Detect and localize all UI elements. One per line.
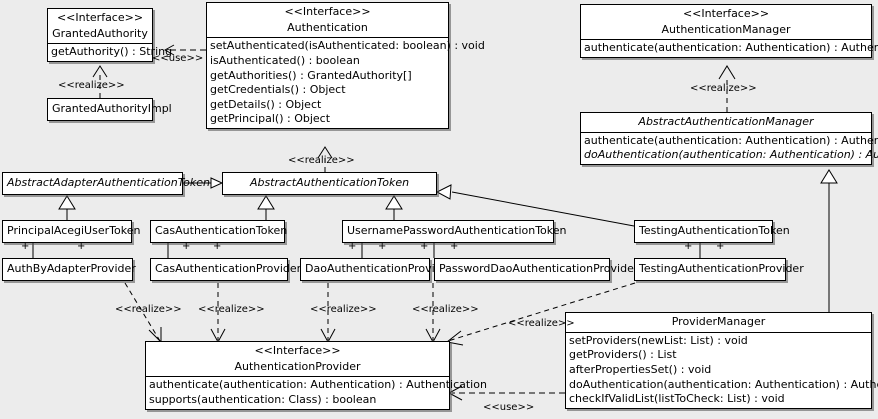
class-name: PasswordDaoAuthenticationProvider (439, 262, 639, 275)
class-name: AuthenticationProvider (234, 359, 361, 373)
class-cas-authentication-provider[interactable]: CasAuthenticationProvider (150, 258, 302, 281)
class-name: Authentication (287, 20, 368, 34)
association-marker-plus: + (182, 241, 191, 252)
class-name: UsernamePasswordAuthenticationToken (347, 224, 567, 237)
class-authentication-provider[interactable]: <<Interface>> AuthenticationProvider aut… (145, 341, 487, 410)
class-authentication[interactable]: <<Interface>> Authentication setAuthenti… (206, 2, 485, 130)
operation-row: isAuthenticated() : boolean (210, 53, 360, 67)
class-name: AbstractAuthenticationManager (638, 115, 814, 128)
class-dao-authentication-provider[interactable]: DaoAuthenticationProvider (300, 258, 453, 281)
association-marker-plus: + (450, 241, 459, 252)
class-principal-acegi-user-token[interactable]: PrincipalAcegiUserToken (2, 220, 141, 243)
association-marker-plus: + (716, 241, 725, 252)
operation-row: setAuthenticated(isAuthenticated: boolea… (210, 39, 485, 53)
operation-row: doAuthentication(authentication: Authent… (584, 148, 878, 162)
operation-row: getDetails() : Object (210, 97, 322, 111)
operation-row: checkIfValidList(listToCheck: List) : vo… (569, 392, 785, 406)
class-abstract-authentication-manager[interactable]: AbstractAuthenticationManager authentica… (580, 112, 878, 165)
class-header: <<Interface>> AuthenticationProvider (146, 342, 449, 376)
operation-row: getAuthorities() : GrantedAuthority[] (210, 68, 412, 82)
class-name: AbstractAuthenticationToken (249, 176, 410, 189)
operations-compartment: authenticate(authentication: Authenticat… (146, 376, 487, 408)
operation-row: supports(authentication: Class) : boolea… (149, 392, 377, 406)
class-header: <<Interface>> Authentication (207, 3, 448, 37)
class-password-dao-authentication-provider[interactable]: PasswordDaoAuthenticationProvider (434, 258, 639, 281)
stereotype-label: <<Interface>> (56, 11, 144, 24)
class-name: DaoAuthenticationProvider (305, 262, 453, 275)
class-cas-authentication-token[interactable]: CasAuthenticationToken (150, 220, 288, 243)
relationship-label-realize-authentication: <<realize>> (288, 155, 355, 166)
relationship-label-use-top: <<use>> (152, 53, 204, 64)
class-header: ProviderManager (566, 313, 871, 332)
operations-compartment: authenticate(authentication: Authenticat… (581, 39, 878, 57)
class-name: AbstractAdapterAuthenticationToken (7, 176, 210, 189)
association-marker-plus: + (21, 241, 30, 252)
operations-compartment: authenticate(authentication: Authenticat… (581, 131, 878, 164)
operation-row: getPrincipal() : Object (210, 112, 331, 126)
class-abstract-authentication-token[interactable]: AbstractAuthenticationToken (222, 172, 437, 195)
relationship-label-realize-auth-manager: <<realize>> (690, 83, 757, 94)
operation-row: afterPropertiesSet() : void (569, 362, 712, 376)
class-name: TestingAuthenticationProvider (639, 262, 804, 275)
association-marker-plus: + (213, 241, 222, 252)
relationship-label-realize-provider-1: <<realize>> (115, 304, 182, 315)
relationship-label-realize-provider-4: <<realize>> (412, 304, 479, 315)
operations-compartment: getAuthority() : String (48, 43, 173, 61)
operation-row: authenticate(authentication: Authenticat… (584, 41, 878, 55)
operation-row: getProviders() : List (569, 348, 677, 362)
class-auth-by-adapter-provider[interactable]: AuthByAdapterProvider (2, 258, 136, 281)
class-provider-manager[interactable]: ProviderManager setProviders(newList: Li… (565, 312, 878, 409)
class-testing-authentication-provider[interactable]: TestingAuthenticationProvider (634, 258, 804, 281)
relationship-label-use-bottom: <<use>> (483, 402, 535, 413)
class-granted-authority-impl[interactable]: GrantedAuthorityImpl (47, 98, 172, 121)
class-header: <<Interface>> AuthenticationManager (581, 5, 871, 39)
operation-row: setProviders(newList: List) : void (569, 333, 748, 347)
operation-row: getCredentials() : Object (210, 83, 346, 97)
association-marker-plus: + (420, 241, 429, 252)
class-name: CasAuthenticationProvider (155, 262, 302, 275)
class-name: TestingAuthenticationToken (639, 224, 790, 237)
class-name: PrincipalAcegiUserToken (7, 224, 141, 237)
class-authentication-manager[interactable]: <<Interface>> AuthenticationManager auth… (580, 4, 878, 58)
operations-compartment: setProviders(newList: List) : void getPr… (566, 331, 878, 408)
association-marker-plus: + (348, 241, 357, 252)
relationship-label-realize-provider-5: <<realize>> (508, 318, 575, 329)
stereotype-label: <<Interface>> (284, 5, 371, 18)
class-name: AuthByAdapterProvider (7, 262, 136, 275)
class-granted-authority[interactable]: <<Interface>> GrantedAuthority getAuthor… (47, 8, 173, 62)
class-name: CasAuthenticationToken (155, 224, 288, 237)
class-name: ProviderManager (671, 315, 766, 328)
class-testing-authentication-token[interactable]: TestingAuthenticationToken (634, 220, 790, 243)
operation-row: doAuthentication(authentication: Authent… (569, 377, 878, 391)
stereotype-label: <<Interface>> (682, 7, 770, 20)
class-header: <<Interface>> GrantedAuthority (48, 9, 152, 43)
operation-row: authenticate(authentication: Authenticat… (584, 133, 878, 147)
class-header: AbstractAuthenticationManager (581, 113, 871, 132)
class-name: GrantedAuthority (52, 26, 148, 40)
class-name: GrantedAuthorityImpl (52, 102, 172, 115)
operation-row: getAuthority() : String (51, 45, 173, 59)
association-marker-plus: + (77, 241, 86, 252)
stereotype-label: <<Interface>> (254, 344, 341, 357)
operation-row: authenticate(authentication: Authenticat… (149, 378, 487, 392)
operations-compartment: setAuthenticated(isAuthenticated: boolea… (207, 37, 485, 128)
relationship-label-realize-granted-authority: <<realize>> (58, 80, 125, 91)
class-abstract-adapter-authentication-token[interactable]: AbstractAdapterAuthenticationToken (2, 172, 210, 195)
association-marker-plus: + (684, 241, 693, 252)
class-name: AuthenticationManager (661, 22, 791, 36)
class-username-password-authentication-token[interactable]: UsernamePasswordAuthenticationToken (342, 220, 567, 243)
association-marker-plus: + (378, 241, 387, 252)
relationship-label-realize-provider-3: <<realize>> (310, 304, 377, 315)
relationship-label-realize-provider-2: <<realize>> (198, 304, 265, 315)
